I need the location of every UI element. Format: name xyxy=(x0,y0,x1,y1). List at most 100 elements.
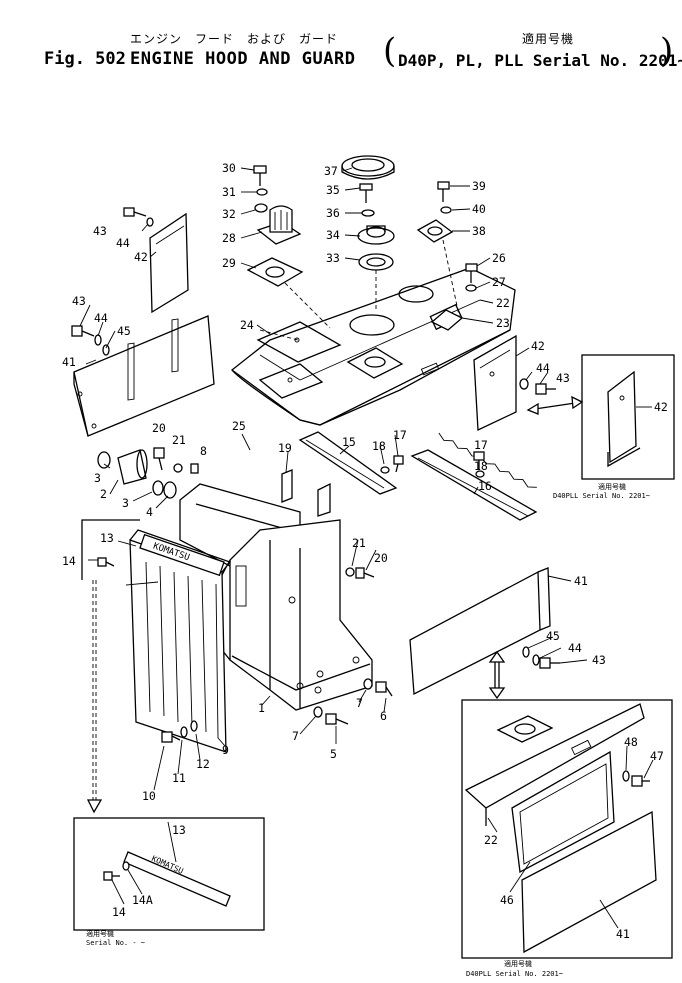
support-15 xyxy=(298,431,398,495)
washer-7-right xyxy=(363,678,373,690)
side-cover-42-left xyxy=(149,212,189,314)
callout-33: 33 xyxy=(326,251,340,265)
japanese-applicability-label: 適用号機 xyxy=(522,32,575,46)
clip-8 xyxy=(190,463,199,474)
callout-28: 28 xyxy=(222,231,236,245)
callout-17-upper: 17 xyxy=(393,428,407,442)
bolt-39 xyxy=(437,181,450,202)
callout-41-inset: 41 xyxy=(616,927,630,941)
flange-38 xyxy=(416,219,454,243)
bolt-17-right xyxy=(473,451,485,470)
bolt-20-lower xyxy=(355,567,375,579)
engine-hood xyxy=(230,267,516,426)
callout-24: 24 xyxy=(240,318,254,332)
callout-27: 27 xyxy=(492,275,506,289)
gasket-33 xyxy=(358,253,394,271)
callout-16: 16 xyxy=(478,479,492,493)
bolt-43-top xyxy=(123,207,147,217)
callout-5: 5 xyxy=(330,747,337,761)
side-cover-42-right xyxy=(473,334,517,432)
callout-42-left: 42 xyxy=(134,250,148,264)
side-guard-41-right xyxy=(409,567,551,696)
callout-44-top: 44 xyxy=(116,236,130,250)
washer-27 xyxy=(465,284,477,292)
callout-9: 9 xyxy=(222,743,229,757)
washer-44-lower xyxy=(532,654,540,666)
callout-17-right: 17 xyxy=(474,438,488,452)
callout-14-inset: 14 xyxy=(112,905,126,919)
figure-label: Fig. 502 xyxy=(44,49,126,69)
callout-20-lower: 20 xyxy=(374,551,388,565)
bolt-20-upper xyxy=(153,447,165,471)
inset-bottom-right-note: D40PLL Serial No. 2201~ xyxy=(466,970,563,978)
stack-flange-28 xyxy=(256,205,302,245)
close-paren: ) xyxy=(660,31,674,71)
callout-14: 14 xyxy=(62,554,76,568)
callout-47-inset: 47 xyxy=(650,749,664,763)
washer-31 xyxy=(256,188,268,196)
inset-top-right-frame xyxy=(581,354,675,480)
washer-18-upper xyxy=(380,466,390,474)
bolt-43-lower xyxy=(539,657,560,669)
callout-22: 22 xyxy=(496,296,510,310)
callout-8: 8 xyxy=(200,444,207,458)
callout-labels: 30 31 32 28 29 37 35 36 34 33 39 40 38 2… xyxy=(62,161,668,941)
callout-45-left: 45 xyxy=(117,324,131,338)
model-serial-range: D40P, PL, PLL Serial No. 2201~ xyxy=(398,51,682,70)
inset-bottom-right-frame xyxy=(461,699,673,959)
washer-44-right xyxy=(519,378,529,390)
callout-1: 1 xyxy=(258,701,265,715)
washer-18-right xyxy=(475,470,485,478)
callout-48-inset: 48 xyxy=(624,735,638,749)
callout-31: 31 xyxy=(222,185,236,199)
japanese-title: エンジン フード および ガード xyxy=(130,32,339,46)
inset-bottom-right-jp: 適用号機 xyxy=(504,959,532,968)
callout-3-right: 3 xyxy=(122,496,129,510)
callout-37: 37 xyxy=(324,164,338,178)
callout-14a-inset: 14A xyxy=(132,893,153,907)
callout-41-right: 41 xyxy=(574,574,588,588)
callout-15: 15 xyxy=(342,435,356,449)
radiator-grille-9: KOMATSU xyxy=(129,529,232,753)
callout-39: 39 xyxy=(472,179,486,193)
bolt-30 xyxy=(253,165,267,186)
callout-40: 40 xyxy=(472,202,486,216)
callout-2: 2 xyxy=(100,487,107,501)
bolt-6 xyxy=(375,681,393,697)
cushion-2 xyxy=(117,449,148,485)
ring-3-left xyxy=(97,451,111,469)
inset-13-frame xyxy=(81,519,140,580)
bolt-17-upper xyxy=(393,455,404,473)
hood-flange-seat xyxy=(346,347,404,379)
callout-13: 13 xyxy=(100,531,114,545)
inset-top-right-note: D40PLL Serial No. 2201~ xyxy=(553,492,650,500)
callout-43-right: 43 xyxy=(556,371,570,385)
callout-41-left: 41 xyxy=(62,355,76,369)
bolt-35 xyxy=(359,183,373,203)
bolt-10 xyxy=(161,731,181,743)
callout-43-left: 43 xyxy=(72,294,86,308)
callout-18-right: 18 xyxy=(474,459,488,473)
callout-11: 11 xyxy=(172,771,186,785)
washer-21-lower xyxy=(345,567,355,577)
callout-21-upper: 21 xyxy=(172,433,186,447)
callout-26: 26 xyxy=(492,251,506,265)
inset-top-right-jp: 適用号機 xyxy=(598,482,626,491)
seal-16 xyxy=(410,432,538,521)
callout-21-lower: 21 xyxy=(352,536,366,550)
arrow-to-inset-13 xyxy=(86,580,103,814)
callout-6: 6 xyxy=(380,709,387,723)
callout-19: 19 xyxy=(278,441,292,455)
washer-45-left xyxy=(102,344,110,356)
callout-43-lower: 43 xyxy=(592,653,606,667)
gasket-29 xyxy=(246,257,304,287)
inset-bottom-left-note: Serial No. - ~ xyxy=(86,939,145,947)
screw-14 xyxy=(97,557,115,567)
washer-7-lower xyxy=(313,706,323,718)
callout-25: 25 xyxy=(232,419,246,433)
washer-40 xyxy=(440,206,452,214)
callout-44-lower: 44 xyxy=(568,641,582,655)
callout-32: 32 xyxy=(222,207,236,221)
callout-4: 4 xyxy=(146,505,153,519)
